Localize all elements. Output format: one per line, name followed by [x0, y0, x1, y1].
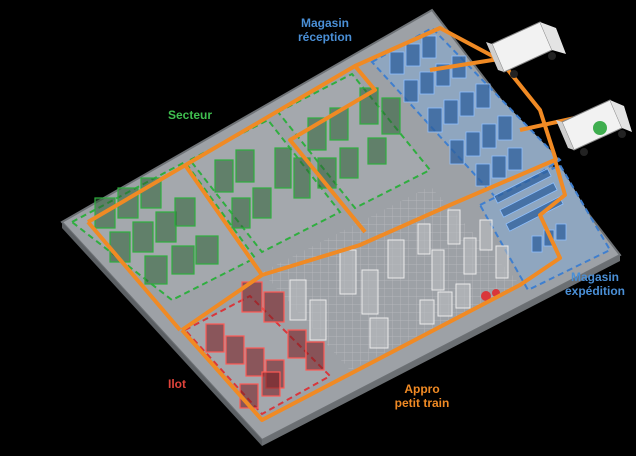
secteur-zone-right [276, 72, 432, 210]
label-line: petit train [394, 396, 450, 410]
secteur-zone-middle [188, 118, 342, 254]
label-line: Magasin [570, 270, 619, 284]
label-magasin-reception: Magasin réception [285, 16, 365, 44]
label-appro-petit-train: Appro petit train [382, 382, 462, 410]
ilot-zone [183, 281, 332, 416]
label-ilot: Ilot [168, 377, 186, 391]
label-line: Appro [404, 382, 440, 396]
truck-icon [556, 99, 632, 156]
appro-petit-train-route [86, 26, 576, 422]
truck-icon [486, 21, 566, 78]
label-secteur: Secteur [168, 108, 213, 122]
label-line: expédition [564, 284, 625, 298]
label-line: Magasin [300, 16, 349, 30]
label-magasin-expedition: Magasin expédition [562, 270, 628, 298]
label-line: réception [297, 30, 352, 44]
production-area [262, 186, 520, 370]
